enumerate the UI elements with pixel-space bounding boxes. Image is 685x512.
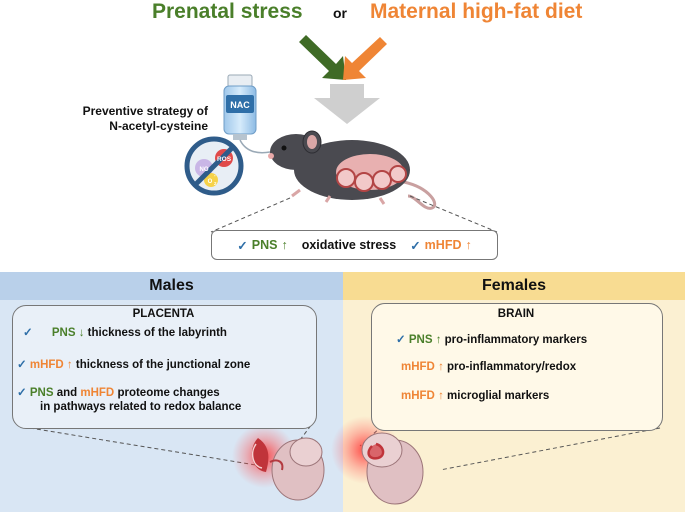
ros-label: ROS <box>217 156 232 163</box>
green-arrow-icon <box>299 35 346 80</box>
orange-arrow-icon <box>343 37 387 80</box>
males-item-2: ✓ mHFD ↑ thickness of the junctional zon… <box>17 357 250 371</box>
brain-box <box>371 303 663 431</box>
check-icon: ✓ <box>17 387 27 399</box>
brain-title: BRAIN <box>497 308 535 320</box>
females-item-2-text: pro-inflammatory/redox <box>447 361 577 373</box>
placenta-title: PLACENTA <box>132 308 195 320</box>
check-icon: ✓ <box>237 238 248 253</box>
or-label: or <box>333 5 347 21</box>
placenta-box <box>12 305 317 429</box>
up-arrow-icon: ↑ <box>66 359 73 371</box>
down-arrow-icon <box>314 84 380 124</box>
pns-tag: PNS <box>29 387 54 399</box>
dashed-line-males-left <box>29 427 263 467</box>
no-ros-icon <box>184 136 244 196</box>
o2-superscript: - <box>214 173 216 179</box>
oxidative-stress-summary: ✓ PNS ↑ oxidative stress ✓ mHFD ↑ <box>211 230 498 260</box>
check-icon: ✓ <box>410 238 421 253</box>
oxidative-stress-label: oxidative stress <box>301 238 397 252</box>
o2-subscript: 2 <box>214 181 217 186</box>
pns-tag: PNS <box>251 238 278 252</box>
check-icon: ✓ <box>396 334 406 346</box>
males-item-3-text: proteome changes <box>117 387 220 399</box>
females-item-3: mHFD ↑ microglial markers <box>401 390 549 402</box>
nac-bottle-icon <box>223 74 271 154</box>
males-item-2-text: thickness of the junctional zone <box>75 359 251 371</box>
mhfd-tag: mHFD <box>401 390 435 402</box>
males-item-1-text: thickness of the labyrinth <box>87 327 227 339</box>
pregnant-mouse-icon <box>268 130 437 210</box>
females-item-3-text: microglial markers <box>447 390 550 402</box>
o2-label: O <box>208 179 213 185</box>
mhfd-tag: mHFD <box>401 361 435 373</box>
dashed-line-left <box>210 197 291 233</box>
males-item-3-line2: in pathways related to redox balance <box>40 401 242 413</box>
check-icon: ✓ <box>23 327 33 339</box>
up-arrow-icon: ↑ <box>438 390 444 402</box>
nac-caption: Preventive strategy of N-acetyl-cysteine <box>58 104 208 134</box>
females-item-2: mHFD ↑ pro-inflammatory/redox <box>401 361 576 373</box>
and-label: and <box>56 387 78 399</box>
dashed-line-right <box>409 195 498 233</box>
mhfd-tag: mHFD <box>80 387 115 399</box>
up-arrow-icon: ↑ <box>465 238 472 252</box>
no-label: NO <box>200 167 209 173</box>
dashed-line-females-right <box>439 427 661 471</box>
nac-caption-line1: Preventive strategy of <box>82 104 208 118</box>
nac-caption-line2: N-acetyl-cysteine <box>109 119 208 133</box>
males-item-1: ✓ PNS ↓ thickness of the labyrinth <box>23 325 227 339</box>
females-item-1: ✓ PNS ↑ pro-inflammatory markers <box>396 332 587 346</box>
check-icon: ✓ <box>17 359 27 371</box>
females-header: Females <box>343 272 685 300</box>
mhfd-tag: mHFD <box>29 359 64 371</box>
female-fetus-icon <box>361 432 424 505</box>
pns-tag: PNS <box>408 334 433 346</box>
pns-tag: PNS <box>51 327 76 339</box>
up-arrow-icon: ↑ <box>281 238 288 252</box>
prenatal-stress-title: Prenatal stress <box>152 0 303 23</box>
up-arrow-icon: ↑ <box>435 334 442 346</box>
down-arrow-icon: ↓ <box>78 327 85 339</box>
nac-bottle-label: NAC <box>230 100 250 110</box>
females-item-1-text: pro-inflammatory markers <box>444 334 588 346</box>
up-arrow-icon: ↑ <box>438 361 444 373</box>
mhfd-tag: mHFD <box>424 238 462 252</box>
males-header: Males <box>0 272 343 300</box>
males-item-3: ✓ PNS and mHFD proteome changes <box>17 385 220 399</box>
male-fetus-icon <box>251 437 325 501</box>
maternal-hfd-title: Maternal high-fat diet <box>370 0 583 23</box>
